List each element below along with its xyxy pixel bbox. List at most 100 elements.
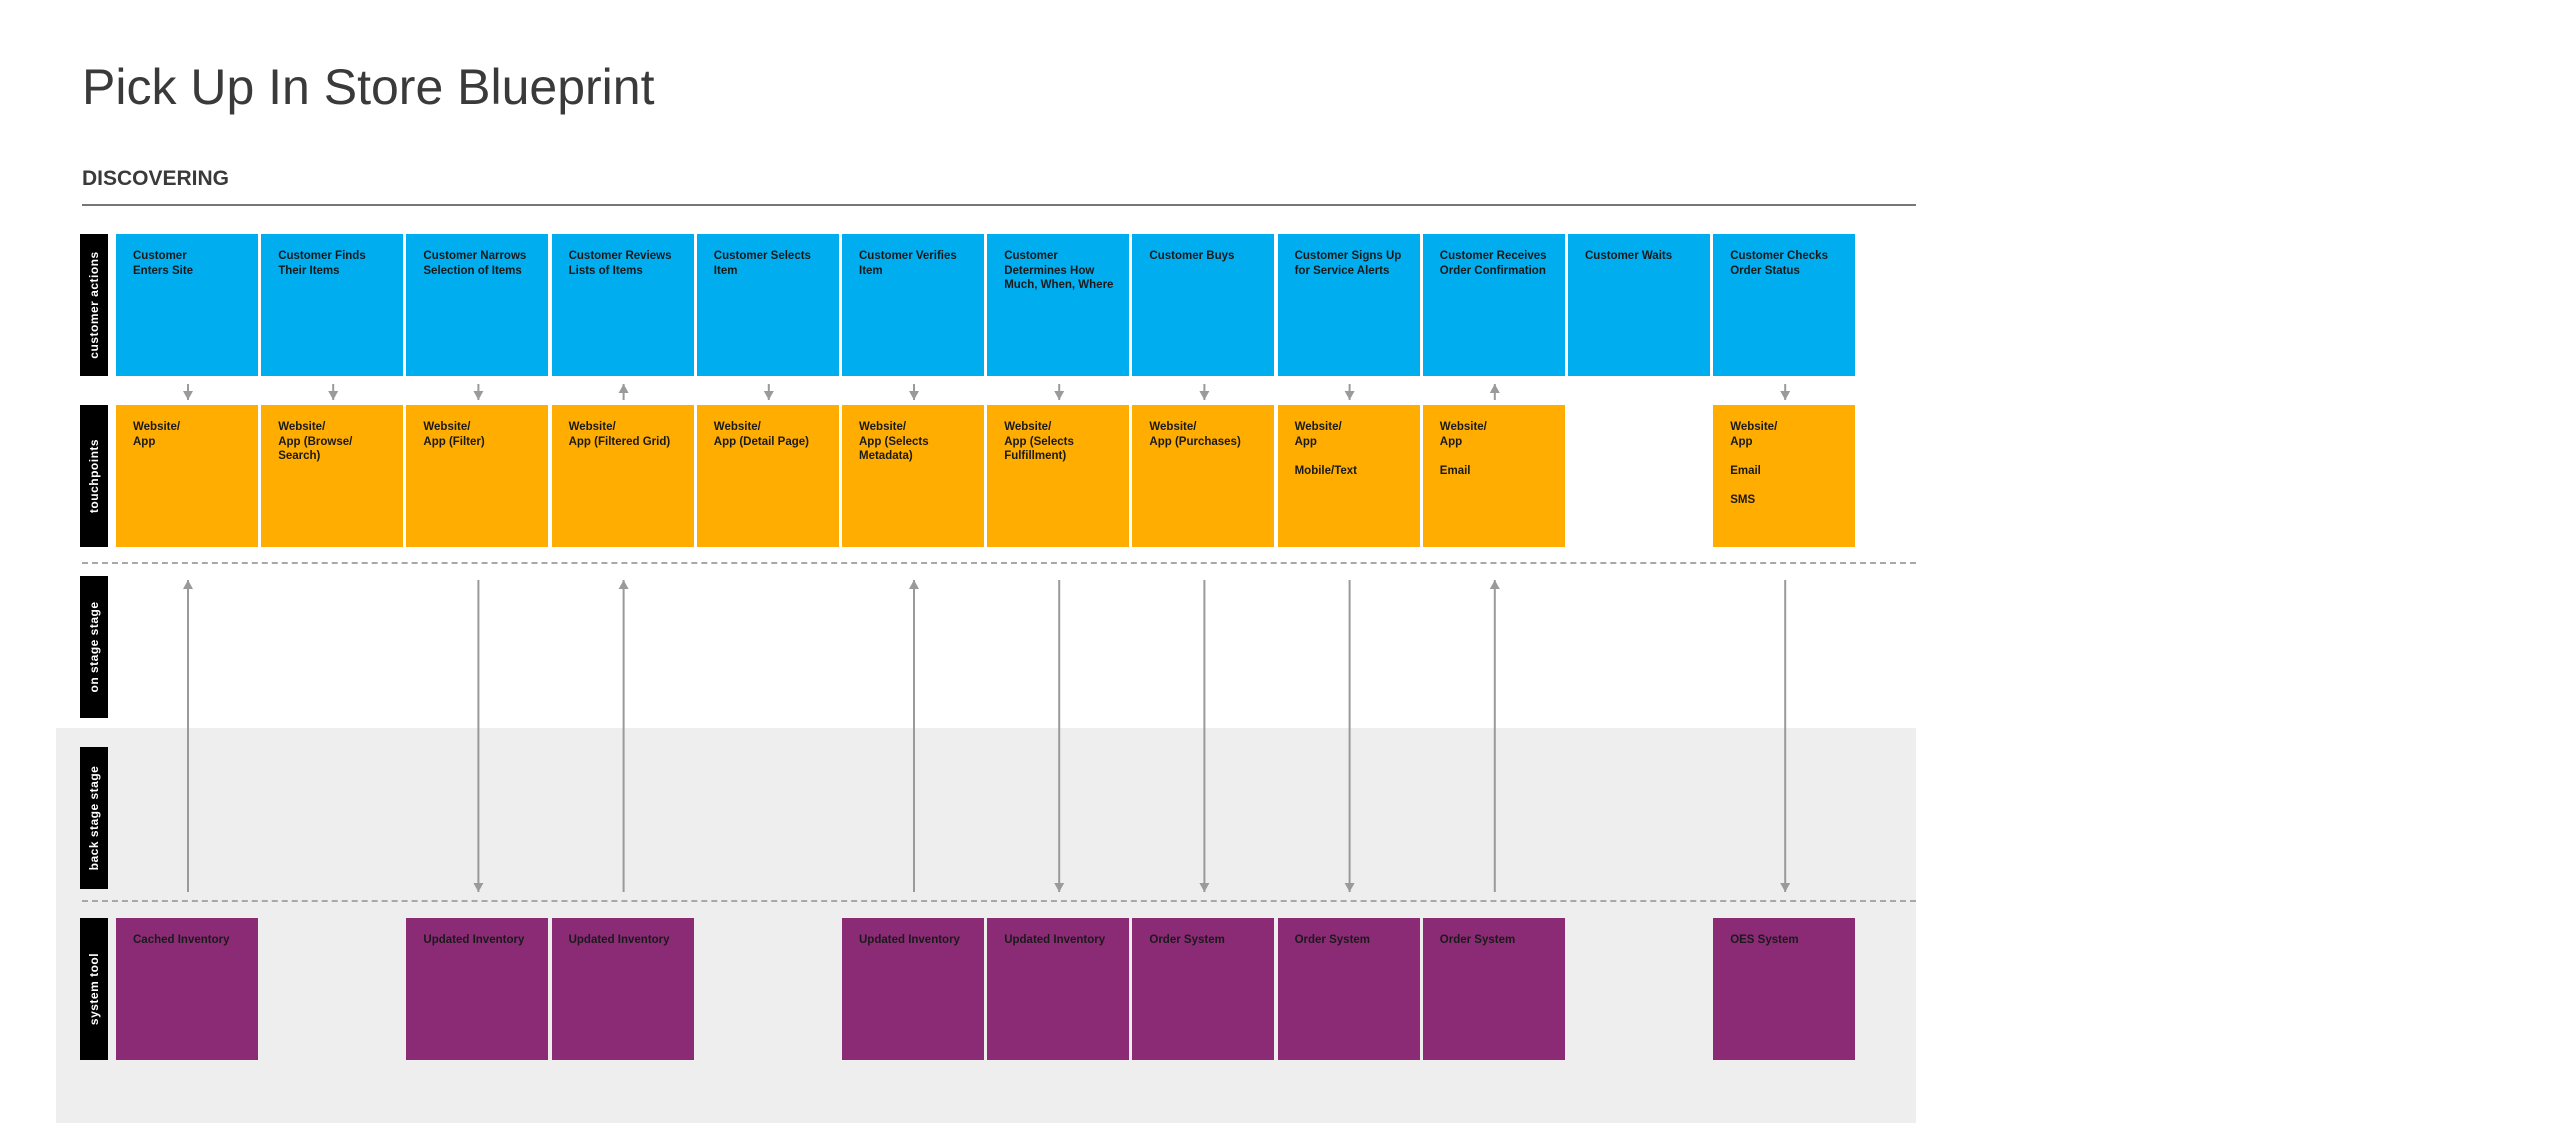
system-tool-box: Updated Inventory xyxy=(551,918,694,1060)
box-text-line: Order System xyxy=(1294,934,1371,946)
box-text-line: Website/ xyxy=(133,421,181,433)
box-text-line: Updated Inventory xyxy=(1004,934,1106,946)
box-text-line: Website/ xyxy=(859,421,907,433)
action-touchpoint-arrow xyxy=(1199,384,1210,400)
section-heading: DISCOVERING xyxy=(82,167,230,190)
box-text-line: Customer Receives xyxy=(1439,250,1547,262)
system-tool-box: Cached Inventory xyxy=(116,918,258,1060)
box-text-line: App xyxy=(1439,435,1463,448)
system-tool-box: Updated Inventory xyxy=(842,918,984,1060)
system-tool-box: Updated Inventory xyxy=(406,918,549,1060)
box-text-line: App (Detail Page) xyxy=(713,435,810,448)
box-text-line: App (Browse/ xyxy=(278,435,353,448)
box-text-line: Customer Reviews xyxy=(568,250,672,262)
backstage-background xyxy=(56,728,1916,1123)
touchpoint-box: Website/App (Filter) xyxy=(406,405,549,547)
box-text-line: Website/ xyxy=(278,421,326,433)
box-text-line: Website/ xyxy=(568,421,616,433)
box-text-line: Website/ xyxy=(423,421,471,433)
box-text-line: Order System xyxy=(1439,934,1516,946)
box-text-line: App (Purchases) xyxy=(1149,435,1241,448)
box-text-line: Customer Narrows xyxy=(423,250,527,262)
box-text-line: Item xyxy=(713,264,738,277)
box-text-line: Updated Inventory xyxy=(423,934,525,946)
box-text-line: Order Status xyxy=(1730,264,1800,277)
system-tool-box: Order System xyxy=(1422,918,1565,1060)
action-touchpoint-arrow xyxy=(763,384,774,400)
box-text-line: Much, When, Where xyxy=(1004,279,1114,291)
box-text-line: App (Filter) xyxy=(423,435,485,448)
customer-action-box: Customer Signs Up for Service Alerts xyxy=(1277,234,1420,376)
action-touchpoint-arrow xyxy=(618,384,629,400)
box-text-line: Customer Signs Up xyxy=(1294,250,1402,262)
section-divider xyxy=(82,204,1916,206)
action-touchpoint-arrow xyxy=(328,384,339,400)
box-text-line: App xyxy=(1294,435,1317,448)
box-text-line: Customer Waits xyxy=(1585,250,1673,262)
box-text-line: Customer xyxy=(133,250,187,262)
box-text-line xyxy=(1440,449,1557,464)
box-text-line xyxy=(1730,478,1847,493)
line-of-interaction xyxy=(82,562,1916,564)
box-text-line: SMS xyxy=(1730,493,1756,506)
box-text-line: Email xyxy=(1439,464,1471,477)
box-text-line: Customer Checks xyxy=(1730,250,1828,262)
lane-label-customer-actions: customer actions xyxy=(80,234,108,376)
touchpoint-box: Website/App (Filtered Grid) xyxy=(551,405,694,547)
box-text-line: App (Selects xyxy=(859,435,929,448)
box-text-line: Metadata) xyxy=(859,450,913,462)
box-text-line: Customer xyxy=(1004,250,1058,262)
lane-label-system-tool: system tool xyxy=(80,918,108,1060)
box-text-line: Item xyxy=(859,264,883,277)
box-text-line: Their Items xyxy=(278,264,340,277)
customer-action-box: Customer Buys xyxy=(1132,234,1275,376)
box-text-line: Customer Verifies xyxy=(859,250,957,262)
action-touchpoint-arrow xyxy=(1489,384,1500,400)
lane-label-touchpoints: touchpoints xyxy=(80,405,108,547)
system-tool-box: OES System xyxy=(1713,918,1856,1060)
lane-label-back-stage: back stage stage xyxy=(80,747,108,889)
action-touchpoint-arrow xyxy=(183,384,193,400)
box-text-line: Updated Inventory xyxy=(568,934,670,946)
box-text-line: OES System xyxy=(1730,934,1799,946)
box-text-line: Customer Finds xyxy=(278,250,366,262)
touchpoint-box: Website/App xyxy=(116,405,258,547)
box-text-line: Selection of Items xyxy=(423,264,522,277)
customer-action-box: Customer Waits xyxy=(1568,234,1710,376)
line-of-internal-interaction xyxy=(82,900,1916,902)
box-text-line: Website/ xyxy=(1294,421,1342,433)
box-text-line: Order Confirmation xyxy=(1439,264,1546,277)
box-text-line: Order System xyxy=(1149,934,1225,946)
box-text-line: Email xyxy=(1730,464,1761,477)
system-tool-box: Order System xyxy=(1132,918,1275,1060)
box-text-line: Cached Inventory xyxy=(133,934,230,946)
page-title: Pick Up In Store Blueprint xyxy=(82,59,655,115)
action-touchpoint-arrow xyxy=(473,384,484,400)
touchpoint-box: Website/App (Detail Page) xyxy=(696,405,839,547)
box-text-line: Website/ xyxy=(713,421,761,433)
box-text-line: App (Filtered Grid) xyxy=(568,435,671,448)
box-text-line: for Service Alerts xyxy=(1294,264,1390,277)
box-text-line: App (Selects xyxy=(1004,435,1074,448)
touchpoint-box: Website/App (Purchases) xyxy=(1132,405,1275,547)
box-text-line: Determines How xyxy=(1004,264,1095,277)
touchpoint-box: Website/App (Browse/Search) xyxy=(261,405,404,547)
lane-label-on-stage: on stage stage xyxy=(80,576,108,718)
system-tool-box: Updated Inventory xyxy=(987,918,1130,1060)
box-text-line xyxy=(1730,449,1847,464)
box-text-line: App xyxy=(133,435,156,448)
system-tool-box: Order System xyxy=(1277,918,1420,1060)
action-touchpoint-arrow xyxy=(909,384,919,400)
